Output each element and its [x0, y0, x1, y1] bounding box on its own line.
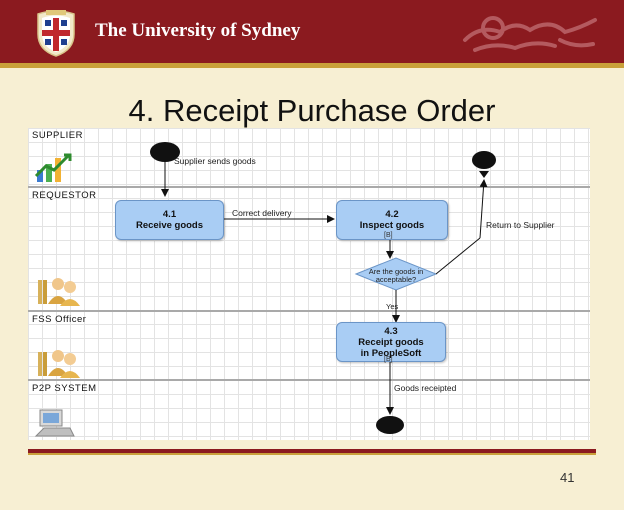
university-crest-icon — [37, 10, 75, 57]
lane-label-requestor: REQUESTOR — [32, 190, 97, 201]
slide-title: 4. Receipt Purchase Order — [128, 93, 496, 128]
flow-connectors — [150, 142, 496, 434]
footer-divider — [28, 453, 596, 455]
process-box-receipt-goods: 4.3 Receipt goods in PeopleSoft — [336, 322, 446, 362]
page-number: 41 — [560, 470, 575, 485]
process-box-inspect-goods: 4.2 Inspect goods — [336, 200, 448, 240]
computer-icon — [34, 409, 75, 437]
lane-label-p2p-system: P2P SYSTEM — [32, 383, 97, 394]
university-name: The University of Sydney — [95, 20, 301, 41]
header-divider — [0, 63, 624, 68]
people-icon — [38, 350, 80, 378]
process-name: Inspect goods — [359, 220, 425, 231]
flow-label-goods-receipted: Goods receipted — [394, 383, 457, 393]
chart-icon — [34, 153, 72, 182]
process-box-receive-goods: 4.1 Receive goods — [115, 200, 224, 240]
flow-label-return-to-supplier: Return to Supplier — [486, 220, 555, 230]
flow-label-correct-delivery: Correct delivery — [232, 208, 292, 218]
process-diagram: SUPPLIER REQUESTOR FSS Officer P2P SYSTE… — [28, 128, 590, 440]
process-name: Receive goods — [135, 220, 204, 231]
process-tag: [B] — [384, 232, 393, 239]
lion-emblem-icon — [463, 16, 597, 52]
process-id: 4.1 — [162, 209, 177, 220]
flow-label-supplier-sends: Supplier sends goods — [174, 156, 256, 166]
lane-label-supplier: SUPPLIER — [32, 130, 83, 141]
flow-label-yes: Yes — [386, 302, 399, 311]
lane-divider — [28, 186, 590, 188]
process-id: 4.3 — [384, 325, 398, 337]
lane-divider — [28, 379, 590, 381]
people-icon — [38, 278, 80, 306]
decision-question: Are the goods in acceptable? — [368, 267, 424, 284]
lane-label-fss-officer: FSS Officer — [32, 314, 87, 325]
process-name: Receipt goods — [358, 336, 424, 348]
process-tag: [B] — [384, 356, 393, 363]
header-bar — [0, 0, 624, 63]
lane-divider — [28, 310, 590, 312]
process-id: 4.2 — [385, 209, 399, 220]
process-name: in PeopleSoft — [360, 347, 422, 359]
footer-bar — [28, 449, 596, 453]
